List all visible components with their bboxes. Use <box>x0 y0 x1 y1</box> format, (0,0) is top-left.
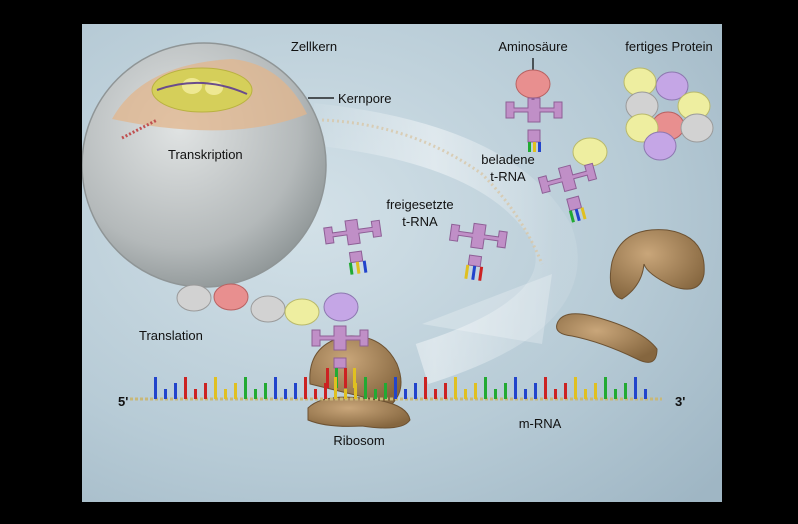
mrna-base <box>484 377 487 399</box>
mrna-base <box>494 389 497 399</box>
mrna-base <box>544 377 547 399</box>
mrna-base <box>624 383 627 399</box>
mrna-base <box>404 389 407 399</box>
mrna-base <box>434 389 437 399</box>
label-freigesetzte: freigesetzte <box>386 197 454 212</box>
mrna-base <box>564 383 567 399</box>
mrna-base <box>274 377 277 399</box>
mrna-base <box>164 389 167 399</box>
transport-stream <box>309 103 578 385</box>
mrna-base <box>154 377 157 399</box>
label-transkription: Transkription <box>168 147 243 162</box>
trna-charged-middle <box>537 162 598 223</box>
mrna-base <box>504 383 507 399</box>
exported-mrna <box>321 118 544 265</box>
label-beladene-trna: t-RNA <box>490 169 526 184</box>
label-translation: Translation <box>139 328 203 343</box>
mrna-base <box>424 377 427 399</box>
label-3-prime: 3' <box>675 394 686 409</box>
mrna-base <box>284 389 287 399</box>
mrna-strand <box>130 377 662 401</box>
mrna-base <box>614 389 617 399</box>
label-zellkern: Zellkern <box>290 39 338 54</box>
mrna-base <box>184 377 187 399</box>
mrna-base <box>514 377 517 399</box>
label-mrna: m-RNA <box>518 416 562 431</box>
mrna-base <box>444 383 447 399</box>
stream-arrowhead <box>422 274 552 344</box>
label-ribosom: Ribosom <box>333 433 385 448</box>
ribosome-large-subunit-free <box>609 229 705 300</box>
amino-acid-yellow <box>572 137 608 167</box>
polypeptide-chain <box>176 283 359 326</box>
mrna-base <box>604 377 607 399</box>
mrna-base <box>474 383 477 399</box>
mrna-base <box>254 389 257 399</box>
label-kernpore: Kernpore <box>338 91 392 106</box>
mrna-base <box>264 383 267 399</box>
mrna-base <box>364 377 367 399</box>
mrna-base <box>194 389 197 399</box>
mrna-base <box>524 389 527 399</box>
mrna-base <box>554 389 557 399</box>
mrna-base <box>334 377 337 399</box>
trna-charged-top <box>505 97 563 152</box>
mrna-base <box>324 383 327 399</box>
trna-released-right <box>448 222 508 281</box>
amino-acid-red <box>515 69 551 99</box>
mrna-base <box>224 389 227 399</box>
mrna-base <box>174 383 177 399</box>
mrna-base <box>374 389 377 399</box>
mrna-base <box>234 383 237 399</box>
mrna-base <box>304 377 307 399</box>
label-aminosaeure: Aminosäure <box>498 39 568 54</box>
diagram-canvas <box>82 24 722 502</box>
mrna-base <box>214 377 217 399</box>
mrna-base <box>584 389 587 399</box>
mrna-base <box>244 377 247 399</box>
mrna-base <box>394 377 397 399</box>
mrna-base <box>574 377 577 399</box>
mrna-base <box>344 389 347 399</box>
mrna-base <box>464 389 467 399</box>
mrna-base <box>414 383 417 399</box>
mrna-base <box>634 377 637 399</box>
ribosome-small-subunit-free <box>556 313 658 363</box>
label-beladene: beladene <box>481 152 535 167</box>
nucleus <box>82 42 327 288</box>
mrna-base <box>534 383 537 399</box>
mrna-base <box>354 383 357 399</box>
mrna-base <box>204 383 207 399</box>
mrna-base <box>384 383 387 399</box>
trna-released-left <box>323 218 383 275</box>
mrna-base <box>314 389 317 399</box>
mrna-base <box>644 389 647 399</box>
mrna-base <box>454 377 457 399</box>
label-fertiges-protein: fertiges Protein <box>625 39 713 54</box>
label-freigesetzte-trna: t-RNA <box>402 214 438 229</box>
diagram-panel: Zellkern Kernpore Transkription Aminosäu… <box>82 24 722 502</box>
label-5-prime: 5' <box>118 394 129 409</box>
mrna-base <box>594 383 597 399</box>
finished-protein-cluster <box>623 67 714 161</box>
mrna-base <box>294 383 297 399</box>
